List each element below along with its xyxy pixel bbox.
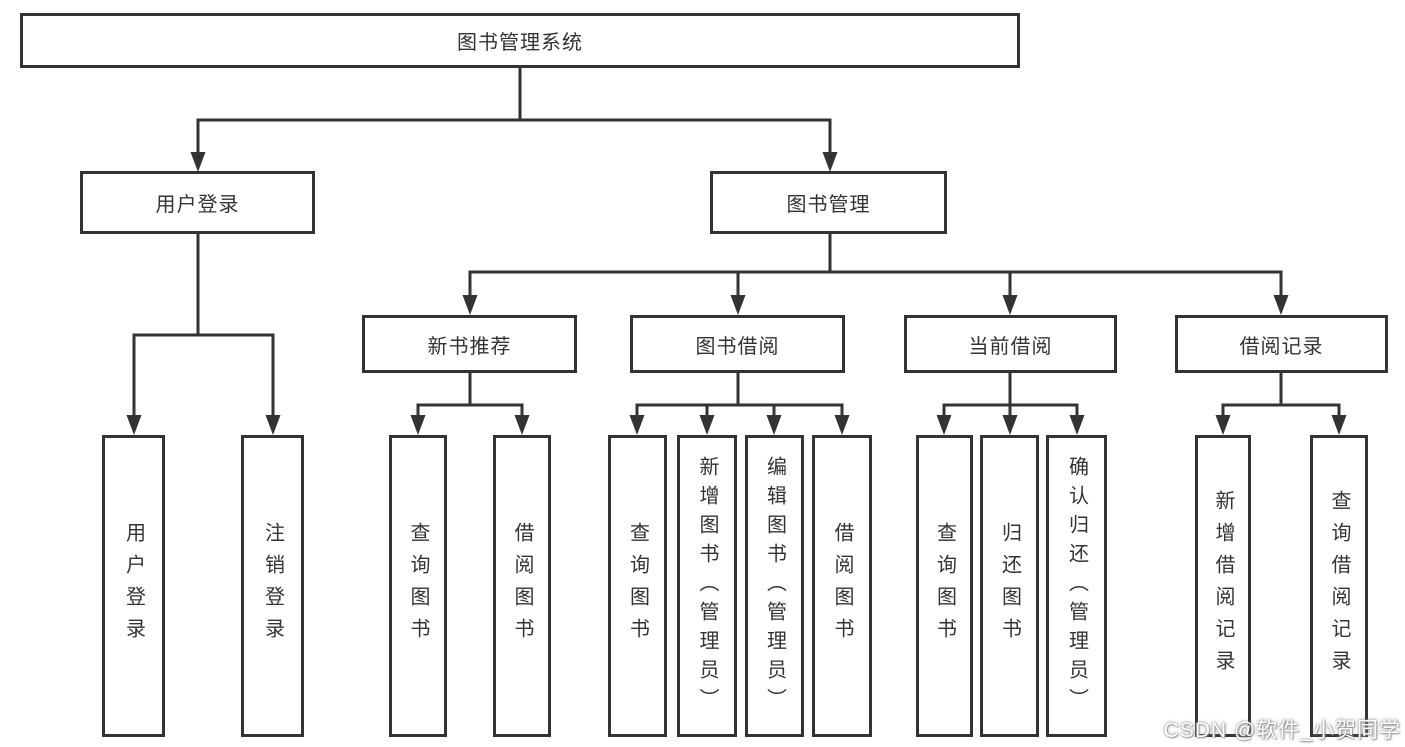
node-user-login: 用户登录 bbox=[80, 171, 315, 234]
node-label: 查询图书 bbox=[933, 522, 956, 650]
node-library-management-system: 图书管理系统 bbox=[20, 13, 1020, 68]
node-label: 归还图书 bbox=[998, 522, 1021, 650]
connector-borrow-records-to-children bbox=[1215, 373, 1347, 435]
node-label: 用户登录 bbox=[155, 194, 240, 216]
leaf-return-books: 归还图书 bbox=[980, 435, 1039, 737]
connector-current-borrow-to-children bbox=[936, 373, 1085, 435]
leaf-query-borrow-record: 查询借阅记录 bbox=[1310, 435, 1368, 737]
node-label: 查询借阅记录 bbox=[1328, 490, 1350, 682]
node-label: 图书管理 bbox=[786, 194, 871, 216]
leaf-borrow-books-2: 借阅图书 bbox=[812, 435, 872, 737]
leaf-add-book-admin: 新增图书（管理员） bbox=[677, 435, 737, 737]
node-label: 查询图书 bbox=[407, 522, 429, 650]
leaf-query-books-1: 查询图书 bbox=[389, 435, 447, 737]
node-label: 图书借阅 bbox=[695, 335, 780, 358]
node-label: 注销登录 bbox=[261, 522, 284, 650]
leaf-borrow-books-1: 借阅图书 bbox=[493, 435, 551, 737]
node-label: 图书管理系统 bbox=[457, 32, 583, 54]
node-book-management: 图书管理 bbox=[710, 171, 947, 234]
node-book-borrowing: 图书借阅 bbox=[630, 315, 845, 373]
leaf-query-books-2: 查询图书 bbox=[608, 435, 667, 737]
connector-book-mgmt-to-groups bbox=[462, 234, 1289, 315]
node-label: 查询图书 bbox=[626, 522, 649, 650]
node-new-book-recommendation: 新书推荐 bbox=[362, 315, 577, 373]
leaf-user-login: 用户登录 bbox=[102, 435, 165, 737]
node-label: 借阅图书 bbox=[831, 522, 853, 650]
node-borrowing-records: 借阅记录 bbox=[1175, 315, 1388, 373]
connector-root-to-branches bbox=[190, 68, 838, 172]
leaf-confirm-return-admin: 确认归还（管理员） bbox=[1046, 435, 1107, 737]
connector-new-book-rec-to-children bbox=[410, 373, 530, 435]
node-label: 编辑图书（管理员） bbox=[763, 455, 786, 717]
node-label: 新增借阅记录 bbox=[1212, 490, 1234, 682]
node-label: 用户登录 bbox=[122, 522, 145, 650]
node-label: 新增图书（管理员） bbox=[696, 455, 718, 717]
node-current-borrowing: 当前借阅 bbox=[904, 315, 1117, 373]
leaf-query-books-3: 查询图书 bbox=[916, 435, 973, 737]
connector-user-login-to-children bbox=[126, 234, 281, 435]
node-label: 借阅记录 bbox=[1239, 335, 1324, 358]
leaf-add-borrow-record: 新增借阅记录 bbox=[1195, 435, 1251, 737]
leaf-logout: 注销登录 bbox=[241, 435, 304, 737]
node-label: 确认归还（管理员） bbox=[1065, 455, 1088, 717]
connector-book-borrow-to-children bbox=[629, 373, 850, 435]
node-label: 借阅图书 bbox=[511, 522, 533, 650]
node-label: 当前借阅 bbox=[968, 335, 1053, 358]
leaf-edit-book-admin: 编辑图书（管理员） bbox=[745, 435, 804, 737]
node-label: 新书推荐 bbox=[427, 335, 512, 358]
